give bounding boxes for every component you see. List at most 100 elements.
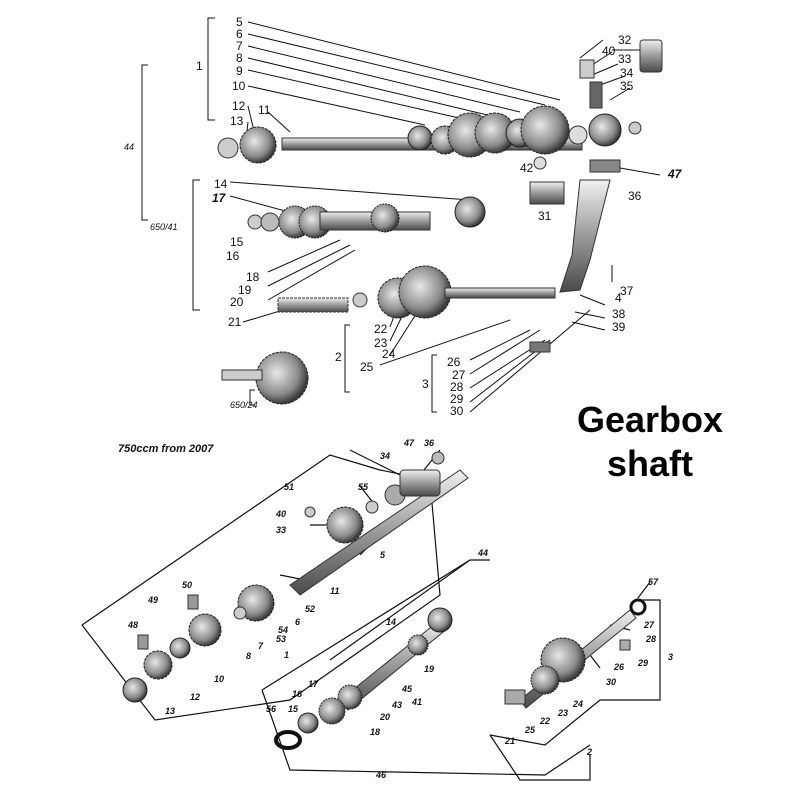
part-label: 41 <box>411 697 422 707</box>
part-label: 34 <box>620 66 634 80</box>
part-label: 48 <box>127 620 138 630</box>
part-label: 23 <box>557 708 568 718</box>
part-label: 20 <box>230 295 244 309</box>
part-label: 54 <box>278 625 288 635</box>
part-label: 50 <box>182 580 192 590</box>
part-label: 19 <box>238 283 252 297</box>
part-label: 37 <box>620 284 634 298</box>
part-label: 11 <box>258 103 271 117</box>
part-label: 26 <box>613 662 625 672</box>
part-label: 57 <box>648 577 659 587</box>
part-label: 22 <box>374 322 388 336</box>
part-label: 30 <box>450 404 464 418</box>
part-label: 6 <box>295 617 301 627</box>
part-label: 40 <box>275 509 286 519</box>
part-label: 47 <box>667 167 683 181</box>
lower-selector-shaft <box>504 598 647 709</box>
part-label: 14 <box>214 177 228 191</box>
part-label: 45 <box>401 684 413 694</box>
part-label: 42 <box>520 161 534 175</box>
part-label: 6 <box>236 27 243 41</box>
part-label: 10 <box>232 79 246 93</box>
title-line: shaft <box>606 443 693 484</box>
part-label: 36 <box>628 189 642 203</box>
part-label: 3 <box>422 377 429 391</box>
part-label: 12 <box>190 692 200 702</box>
part-label: 13 <box>230 114 244 128</box>
part-label: 18 <box>246 270 260 284</box>
part-label: 36 <box>424 438 435 448</box>
part-label: 8 <box>236 51 243 65</box>
lower-diagram-caption: 750ccm from 2007 <box>118 443 214 455</box>
part-label: 10 <box>214 674 224 684</box>
part-label: 12 <box>232 99 246 113</box>
part-label: 25 <box>360 360 374 374</box>
part-label: 15 <box>230 235 244 249</box>
part-label: 28 <box>450 380 464 394</box>
part-label: 51 <box>284 482 294 492</box>
part-label: 11 <box>330 586 339 596</box>
part-label: 14 <box>386 617 396 627</box>
part-label: 38 <box>612 307 626 321</box>
lower-mainshaft <box>122 451 469 703</box>
part-label: 7 <box>258 641 264 651</box>
upper-part-labels: 1 2 3 4 5 6 7 8 9 10 11 12 13 14 15 16 1… <box>124 15 683 418</box>
part-label: 5 <box>380 550 386 560</box>
part-label: 31 <box>538 209 552 223</box>
part-label: 44 <box>124 142 134 152</box>
part-label: 47 <box>403 438 415 448</box>
part-label: 27 <box>452 368 466 382</box>
part-label: 650/41 <box>150 222 178 232</box>
title-line: Gearbox <box>576 399 724 440</box>
part-label: 33 <box>618 52 632 66</box>
part-label: 55 <box>358 482 369 492</box>
part-label: 49 <box>147 595 158 605</box>
lower-layshaft <box>274 607 453 750</box>
part-label: 20 <box>379 712 390 722</box>
part-label: 2 <box>586 747 592 757</box>
part-label: 43 <box>391 700 402 710</box>
part-label: 32 <box>618 33 632 47</box>
part-label: 3 <box>668 652 673 662</box>
part-label: 56 <box>266 704 277 714</box>
part-label: 17 <box>308 679 319 689</box>
part-label: 16 <box>292 689 303 699</box>
part-label: 24 <box>382 347 396 361</box>
upper-selector-shaft <box>221 159 621 405</box>
part-label: 650/24 <box>230 400 258 410</box>
part-label: 35 <box>620 79 634 93</box>
part-label: 40 <box>602 44 616 58</box>
part-label: 19 <box>424 664 434 674</box>
part-label: 30 <box>606 677 616 687</box>
part-label: 44 <box>477 548 488 558</box>
part-label: 27 <box>643 620 655 630</box>
part-label: 34 <box>380 451 390 461</box>
part-label: 29 <box>637 658 648 668</box>
part-label: 53 <box>276 634 286 644</box>
part-label: 52 <box>305 604 315 614</box>
part-label: 9 <box>236 64 243 78</box>
part-label: 24 <box>572 699 583 709</box>
part-label: 15 <box>288 704 299 714</box>
part-label: 18 <box>370 727 380 737</box>
part-label: 46 <box>375 770 387 780</box>
part-label: 1 <box>284 650 289 660</box>
part-label: 25 <box>524 725 536 735</box>
part-label: 23 <box>374 336 388 350</box>
lower-part-labels: 1 2 3 5 6 7 8 10 11 12 13 14 15 16 17 18… <box>127 438 673 780</box>
part-label: 29 <box>450 392 464 406</box>
part-label: 2 <box>335 350 342 364</box>
part-label: 26 <box>447 355 461 369</box>
part-label: 39 <box>612 320 626 334</box>
part-label: 1 <box>196 59 203 73</box>
part-label: 8 <box>246 651 251 661</box>
part-label: 17 <box>212 191 227 205</box>
part-label: 21 <box>504 736 515 746</box>
part-label: 33 <box>276 525 286 535</box>
part-label: 16 <box>226 249 240 263</box>
page-title: Gearbox shaft <box>540 398 760 486</box>
part-label: 21 <box>228 315 242 329</box>
part-label: 5 <box>236 15 243 29</box>
part-label: 28 <box>645 634 656 644</box>
